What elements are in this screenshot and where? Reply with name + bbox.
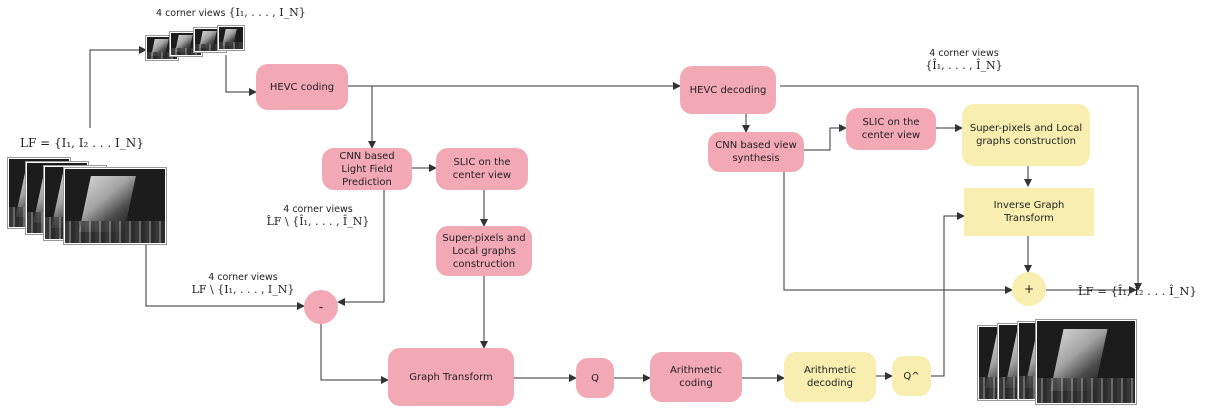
superpixels-local-graphs-decoder-node: Super-pixels and Local graphs constructi… [962, 104, 1090, 166]
label-corner-views-pred: 4 corner views L̂F \ {Î₁, . . . , Î_N} [266, 204, 370, 228]
subtract-node: - [304, 290, 338, 324]
inverse-graph-transform-node: Inverse Graph Transform [964, 188, 1094, 236]
edge-lf-to-minus [145, 244, 305, 310]
cnn-view-synthesis-node: CNN based view synthesis [708, 132, 804, 172]
edge-lf-to-corner-views [89, 46, 147, 128]
arithmetic-coding-node: Arithmetic coding [650, 352, 742, 402]
edge-corner-to-hevc [225, 55, 257, 96]
edge-decoding-to-output [780, 85, 1142, 291]
graph-transform-node: Graph Transform [388, 348, 514, 406]
edge-cnn-to-plus [783, 172, 1013, 294]
label-corner-views-residual: 4 corner views LF \ {I₁, . . . , I_N} [191, 272, 295, 296]
cnn-light-field-prediction-node: CNN based Light Field Prediction [322, 148, 412, 190]
dequantization-node: Q^ [892, 356, 931, 396]
label-corner-views-decoded: 4 corner views {Î₁, . . . , Î_N} [925, 48, 1003, 72]
label-lf-output: L̂F = {Î₁, Î₂ . . . Î_N} [1078, 284, 1197, 298]
output-light-field-images [978, 320, 1136, 404]
edge-minus-to-graph [320, 324, 389, 384]
add-node: + [1012, 272, 1046, 306]
hevc-coding-node: HEVC coding [256, 64, 348, 110]
superpixels-local-graphs-node: Super-pixels and Local graphs constructi… [436, 226, 532, 276]
quantization-node: Q [576, 358, 614, 398]
corner-views-thumbnails [146, 24, 246, 60]
label-lf-input: LF = {I₁, I₂ . . . I_N} [20, 136, 144, 150]
hevc-decoding-node: HEVC decoding [680, 66, 776, 114]
slic-center-view-decoder-node: SLIC on the center view [846, 108, 936, 150]
label-corner-views-top: 4 corner views {I₁, . . . , I_N} [156, 6, 306, 19]
input-light-field-images [8, 158, 166, 244]
edge-cnn-to-minus [337, 188, 385, 306]
edge-cnn-to-slic-right [804, 124, 847, 151]
arithmetic-decoding-node: Arithmetic decoding [784, 352, 876, 402]
slic-center-view-node: SLIC on the center view [436, 148, 528, 190]
edge-qinv-to-inverse [931, 212, 965, 377]
